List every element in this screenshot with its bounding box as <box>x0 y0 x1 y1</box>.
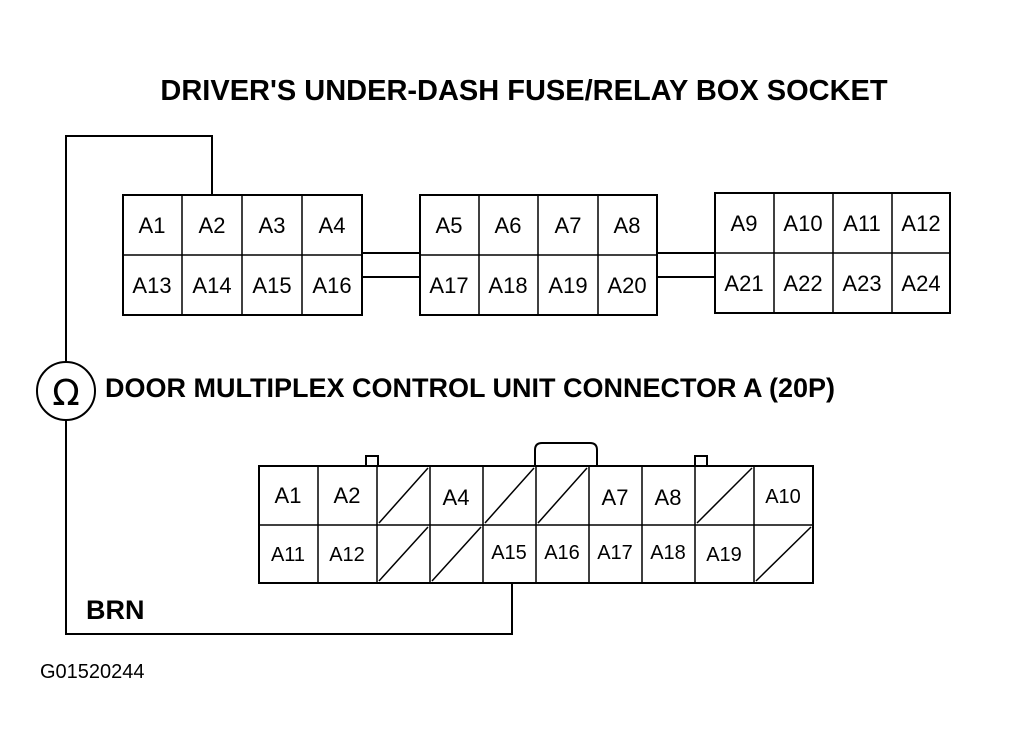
connector-pin-label: A16 <box>544 542 580 564</box>
socket-pin-label: A11 <box>843 211 881 236</box>
socket-pin-label: A17 <box>429 273 468 298</box>
socket-pin-label: A12 <box>901 211 940 236</box>
connector-pin-label: A2 <box>334 483 361 508</box>
connector-pin-label: A1 <box>275 483 302 508</box>
socket-pin-label: A1 <box>139 213 166 238</box>
connector-pin-label: A7 <box>602 485 629 510</box>
connector-pin-label: A19 <box>706 544 742 566</box>
socket-block-3: A9 A10 A11 A12 A21 A22 A23 A24 <box>714 192 951 314</box>
socket-pin-label: A20 <box>607 273 646 298</box>
connector-pin-label: A18 <box>650 542 686 564</box>
socket-block-2: A5 A6 A7 A8 A17 A18 A19 A20 <box>419 194 658 316</box>
empty-cavity-slash <box>378 526 429 582</box>
connector-lock-tab <box>534 442 598 466</box>
ohm-icon <box>36 361 96 421</box>
socket-pin-label: A21 <box>724 271 763 296</box>
socket-pin-label: A4 <box>319 213 346 238</box>
socket-pin-label: A18 <box>488 273 527 298</box>
door-multiplex-connector: A1 A2 A4 A7 A8 A10 A11 A12 A15 A16 A17 A… <box>258 442 814 584</box>
socket-pin-label: A10 <box>783 211 822 236</box>
connector-latch-right <box>694 455 708 466</box>
empty-cavity-slash <box>755 526 812 582</box>
empty-cavity-slash <box>696 467 753 524</box>
empty-cavity-slash <box>537 467 588 524</box>
socket-pin-label: A7 <box>555 213 582 238</box>
socket-pin-label: A5 <box>436 213 463 238</box>
socket-pin-label: A16 <box>312 273 351 298</box>
connector-latch-left <box>365 455 379 466</box>
connector-pin-label: A11 <box>271 544 305 566</box>
connector-pin-label: A4 <box>443 485 470 510</box>
empty-cavity-slash <box>431 526 482 582</box>
connector-pin-label: A17 <box>597 542 633 564</box>
socket-pin-label: A22 <box>783 271 822 296</box>
connector-pin-label: A12 <box>329 544 365 566</box>
block-links <box>362 252 715 278</box>
socket-pin-label: A3 <box>259 213 286 238</box>
ohmmeter-symbol: Ω <box>36 361 96 421</box>
socket-pin-label: A2 <box>199 213 226 238</box>
socket-pin-label: A24 <box>901 271 940 296</box>
socket-pin-label: A13 <box>132 273 171 298</box>
diagram-title: DRIVER'S UNDER-DASH FUSE/RELAY BOX SOCKE… <box>160 75 887 107</box>
ohm-symbol-label: Ω <box>52 373 80 414</box>
socket-block-1: A1 A2 A3 A4 A13 A14 A15 A16 <box>122 194 363 316</box>
empty-cavity-slash <box>484 467 535 524</box>
empty-cavity-slash <box>378 467 429 524</box>
connector-title: DOOR MULTIPLEX CONTROL UNIT CONNECTOR A … <box>105 373 835 403</box>
connector-pin-label: A8 <box>655 485 682 510</box>
socket-pin-label: A15 <box>252 273 291 298</box>
figure-code: G01520244 <box>40 661 145 683</box>
connector-pin-label: A10 <box>765 486 801 508</box>
test-lead-wire <box>65 135 513 635</box>
connector-pin-label: A15 <box>491 542 527 564</box>
socket-pin-label: A14 <box>192 273 231 298</box>
socket-pin-label: A6 <box>495 213 522 238</box>
wire-color-label: BRN <box>86 595 145 625</box>
socket-pin-label: A19 <box>548 273 587 298</box>
socket-pin-label: A9 <box>731 211 758 236</box>
socket-pin-label: A8 <box>614 213 641 238</box>
fuse-relay-box-socket: A1 A2 A3 A4 A13 A14 A15 A16 A5 A6 A7 A8 … <box>122 192 951 316</box>
socket-pin-label: A23 <box>842 271 881 296</box>
